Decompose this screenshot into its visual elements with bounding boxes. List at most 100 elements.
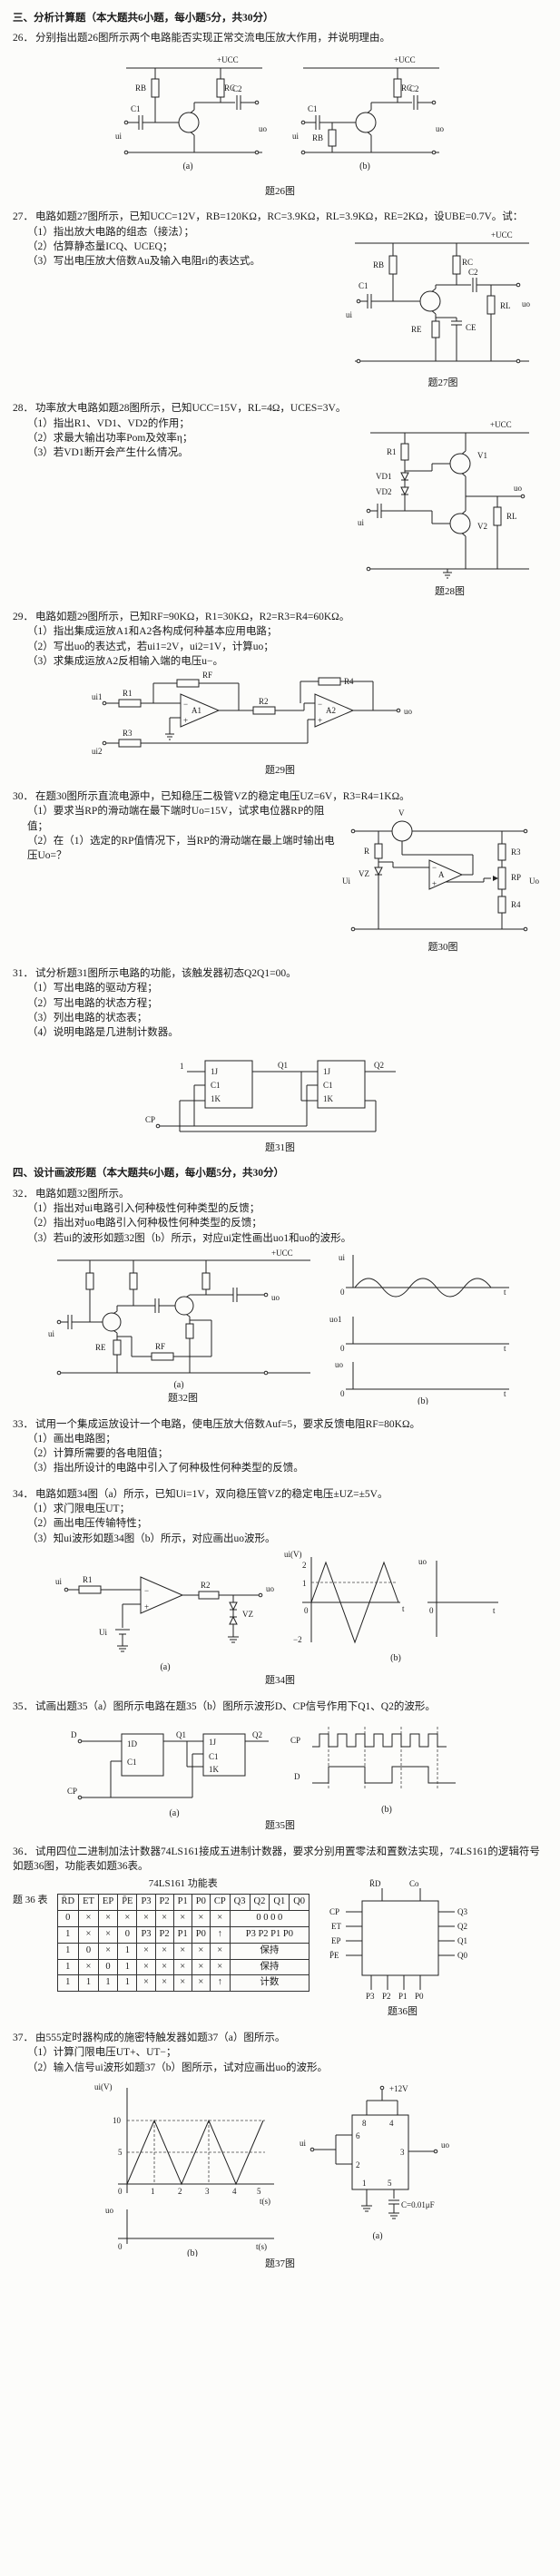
function-table-header: CP xyxy=(209,1893,231,1911)
opamp-minus-sign: − xyxy=(144,1586,149,1595)
vcc-label: +UCC xyxy=(394,55,416,64)
question-30-number: 30． xyxy=(13,791,34,803)
origin-label: 0 xyxy=(304,1606,309,1615)
q32-circuit-diagram: +UCC RE RF ui uo (a) xyxy=(48,1249,310,1390)
function-table-cell: × xyxy=(172,1942,192,1960)
question-33-item-1: （1）画出电路图； xyxy=(27,1433,116,1445)
question-28-stem: 功率放大电路如题28图所示，已知UCC=15V，RL=4Ω，UCES=3V。 xyxy=(35,403,347,415)
function-table-cell: × xyxy=(136,1958,156,1976)
function-table-head: R̄D ET EP P̄E P3 P2 P1 P0 CP Q3 Q2 Q1 xyxy=(56,1893,310,1911)
figure-35a: D CP 1D C1 1J C1 1K Q1 Q2 (a) xyxy=(65,1714,283,1818)
a2-label: A2 xyxy=(326,706,336,715)
vz-label: VZ xyxy=(242,1610,253,1619)
question-37-number: 37． xyxy=(13,2032,34,2043)
function-table-cell: × xyxy=(172,1958,192,1976)
r-label: R xyxy=(364,847,369,856)
function-table-cell: 1 xyxy=(78,1974,99,1993)
figure-37: ui(V) 10 5 0 1 2 3 4 5 t(s) uo 0 t(s) (b… xyxy=(13,2075,547,2257)
rc-label: RC xyxy=(462,258,473,267)
ui-label: ui xyxy=(300,2139,307,2148)
question-36-number: 36． xyxy=(13,1846,34,1857)
question-36-stem: 试用四位二进制加法计数器74LS161接成五进制计数器，要求分别用置零法和置数法… xyxy=(13,1846,540,1872)
q37-555-circuit-diagram: +12V 8 4 6 2 3 1 5 ui uo C=0.01μF (a) xyxy=(300,2084,450,2241)
et-pin-label: ET xyxy=(331,1922,341,1931)
function-table-header: ET xyxy=(78,1893,99,1911)
function-table-cell: 计数 xyxy=(229,1974,310,1993)
table-36-block: 74LS161 功能表 R̄D ET EP P̄E P3 P2 P1 P0 CP xyxy=(56,1877,310,1993)
question-29-number: 29． xyxy=(13,612,34,623)
opamp-plus-sign: + xyxy=(432,879,437,888)
uo-label: uo xyxy=(404,707,413,716)
subfigure-b-tag: (b) xyxy=(418,1396,428,1405)
subfigure-a-tag: (a) xyxy=(160,1662,170,1672)
ui-label: Ui xyxy=(342,877,350,886)
j-pin-label: 1J xyxy=(209,1738,217,1747)
question-36-stem-line: 36．试用四位二进制加法计数器74LS161接成五进制计数器，要求分别用置零法和… xyxy=(13,1845,547,1875)
function-table-cell: × xyxy=(117,1909,138,1927)
r3-label: R3 xyxy=(511,847,521,857)
question-30-body: （1）要求当RP的滑动端在最下端时Uo=15V，试求电位器RP的阻值； （2）在… xyxy=(13,804,547,955)
c1-label: C1 xyxy=(131,104,141,113)
ui-label: ui xyxy=(115,132,123,141)
origin-label: 0 xyxy=(118,2187,123,2196)
question-37: 37．由555定时器构成的施密特触发器如题37（a）图所示。 （1）计算门限电压… xyxy=(13,2031,547,2272)
question-26-stem: 分别指出题26图所示两个电路能否实现正常交流电压放大作用，并说明理由。 xyxy=(35,33,390,44)
question-31-stem: 试分析题31图所示电路的功能，该触发器初态Q2Q1=00。 xyxy=(35,968,297,979)
subfigure-b-tag: (b) xyxy=(187,2248,198,2257)
load-pin-label: P̄E xyxy=(329,1951,339,1960)
supply-label: +12V xyxy=(389,2084,408,2093)
function-table-cell: 1 xyxy=(117,1974,138,1993)
uo-axis-label: uo xyxy=(418,1557,427,1566)
function-table-cell: 0 xyxy=(56,1909,80,1927)
figure-32-caption: 题32图 xyxy=(168,1392,198,1404)
ui-axis-label: ui(V) xyxy=(94,2082,113,2091)
question-27-item-3: （3）写出电压放大倍数Au及输入电阻ri的表达式。 xyxy=(27,256,260,268)
function-table-cell: × xyxy=(97,1942,119,1960)
function-table-cell: × xyxy=(191,1958,211,1976)
function-table-cell: 保持 xyxy=(229,1958,310,1976)
subfigure-b-tag: (b) xyxy=(390,1653,401,1663)
figure-26: +UCC RB C1 RC C2 ui uo (a) +UCC xyxy=(13,48,547,200)
question-29-stem-line: 29．电路如题29图所示，已知RF=90KΩ，R1=30KΩ，R2=R3=R4=… xyxy=(13,610,547,624)
t-axis-label: t xyxy=(504,1344,506,1353)
t-axis-label: t(s) xyxy=(256,2242,267,2251)
q35-waveform-diagram: CP D (b) xyxy=(290,1727,456,1815)
function-table-header-row: R̄D ET EP P̄E P3 P2 P1 P0 CP Q3 Q2 Q1 xyxy=(56,1893,310,1911)
function-table-cell: × xyxy=(78,1958,99,1976)
question-34-number: 34． xyxy=(13,1488,34,1500)
figure-27: +UCC RB C1 RC C2 RE CE RL ui uo 题27图 xyxy=(339,225,547,391)
figure-34a: ui R1 − + Ui R2 VZ uo (a) xyxy=(52,1546,279,1673)
ui-label: ui xyxy=(358,518,365,527)
question-33-number: 33． xyxy=(13,1418,34,1430)
figure-32b: ui t 0 uo1 t 0 uo t 0 (b) xyxy=(328,1246,518,1405)
q0-pin-label: Q0 xyxy=(457,1951,467,1960)
uo-label: Uo xyxy=(529,877,539,886)
question-36-figures: 题 36 表 74LS161 功能表 R̄D ET EP P̄E P3 P2 P… xyxy=(13,1877,547,2020)
question-34-stem-line: 34．电路如题34图（a）所示，已知Ui=1V，双向稳压管VZ的稳定电压±UZ=… xyxy=(13,1487,547,1502)
uo-label: uo xyxy=(259,124,268,133)
vd2-label: VD2 xyxy=(376,487,392,496)
v1-label: V1 xyxy=(477,451,487,460)
function-table-cell: P3 P2 P1 P0 xyxy=(229,1925,310,1944)
question-35-stem: 试画出题35（a）图所示电路在题35（b）图所示波形D、CP信号作用下Q1、Q2… xyxy=(35,1700,436,1712)
uo-label: uo xyxy=(266,1584,275,1593)
q35-circuit-diagram: D CP 1D C1 1J C1 1K Q1 Q2 (a) xyxy=(67,1730,269,1818)
vcc-label: +UCC xyxy=(217,55,239,64)
rl-label: RL xyxy=(506,512,517,521)
question-33-stem-line: 33．试用一个集成运放设计一个电路，使电压放大倍数Auf=5，要求反馈电阻RF=… xyxy=(13,1417,547,1432)
d-input-label: D xyxy=(71,1730,77,1739)
figure-35b: CP D (b) xyxy=(287,1714,496,1818)
function-table-cell: × xyxy=(209,1958,231,1976)
figure-31-caption: 题31图 xyxy=(265,1141,295,1153)
uo-label: uo xyxy=(271,1293,280,1302)
tick-label: 2 xyxy=(302,1561,307,1570)
question-29-stem: 电路如题29图所示，已知RF=90KΩ，R1=30KΩ，R2=R3=R4=60K… xyxy=(35,612,350,623)
opamp-minus-sign: − xyxy=(183,700,188,709)
rb-label: RB xyxy=(135,83,146,93)
pin-3-label: 3 xyxy=(400,2148,405,2157)
figure-30-caption: 题30图 xyxy=(427,942,458,954)
d-pin-label: 1D xyxy=(127,1739,138,1748)
question-30: 30．在题30图所示直流电源中，已知稳压二极管VZ的稳定电压UZ=6V，R3=R… xyxy=(13,789,547,955)
function-table-header: Q0 xyxy=(289,1893,310,1911)
ui-axis-label: ui(V) xyxy=(284,1550,302,1559)
